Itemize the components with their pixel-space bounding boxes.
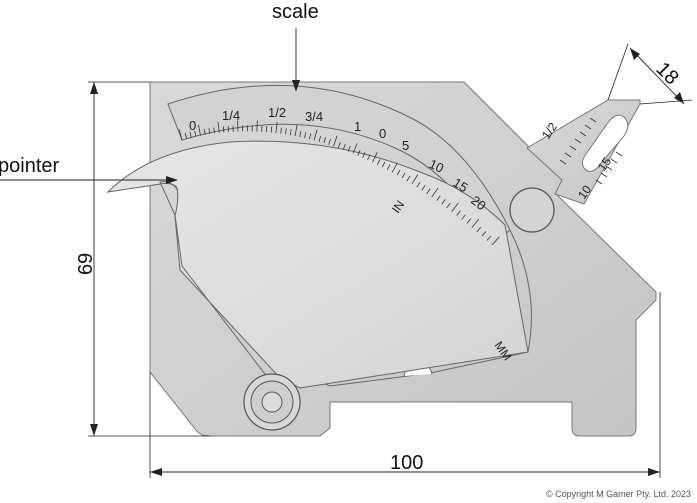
scale-tick — [386, 164, 391, 170]
scale-tick — [426, 188, 431, 194]
scale-tick — [476, 226, 482, 233]
dim-18-arrow-b — [674, 92, 684, 104]
inch-label-2: 1/2 — [268, 105, 286, 120]
scale-tick — [208, 128, 211, 135]
scale-tick — [318, 135, 322, 142]
scale-tick — [436, 195, 441, 201]
scale-tick — [411, 174, 419, 185]
scale-tick — [198, 124, 201, 136]
scale-tick — [313, 129, 318, 141]
inch-label-0: 0 — [189, 118, 196, 133]
pointer-blade — [106, 140, 529, 389]
dim-18-arrow-a — [630, 48, 640, 60]
scale-tick — [416, 181, 421, 188]
scale-band — [167, 84, 511, 246]
scale-tick — [280, 127, 282, 134]
scale-tick — [184, 132, 188, 139]
scale-tick — [342, 143, 346, 150]
scale-tick — [333, 135, 338, 147]
scale-tick — [491, 236, 500, 246]
scale-tick — [471, 218, 480, 228]
scale-tick — [352, 143, 358, 154]
callout-scale-arrow — [292, 80, 300, 92]
scale-tick — [213, 127, 215, 134]
scale-tick — [285, 128, 287, 135]
mm-label-3: 15 — [450, 175, 470, 195]
callout-pointer-arrow — [166, 176, 178, 184]
scale-tick — [377, 159, 381, 165]
scale-tick — [367, 154, 371, 161]
pivot-rivet-inner — [261, 391, 283, 413]
scale-tick — [451, 202, 459, 212]
dim-100-label: 100 — [390, 452, 423, 474]
scale-tick — [323, 137, 326, 144]
dim-69-arrow-top — [90, 82, 98, 94]
dim-69-arrow-bottom — [90, 424, 98, 436]
dim-18-ext-b — [639, 99, 693, 105]
callout-pointer: pointer — [0, 155, 59, 177]
mm-label-1: 5 — [402, 138, 409, 153]
scale-tick — [481, 231, 487, 237]
dim-18-label: 18 — [651, 58, 682, 89]
copyright-text: © Copyright M Gamer Pty. Ltd. 2023 — [545, 489, 691, 499]
mm-label-2: 10 — [427, 156, 446, 176]
scale-tick — [372, 152, 378, 163]
scale-tick — [328, 138, 331, 145]
slot-opening — [581, 114, 629, 172]
scale-tick — [391, 162, 398, 173]
scale-tick — [456, 210, 461, 216]
side-scale-ticks — [559, 117, 623, 185]
knob-upper — [509, 187, 555, 233]
scale-ticks — [178, 120, 500, 246]
scale-tick — [461, 214, 466, 220]
scale-tick — [178, 129, 183, 141]
scale-tick — [357, 149, 361, 156]
scale-tick — [362, 152, 366, 158]
scale-tick — [441, 199, 446, 205]
scale-tick — [217, 121, 220, 133]
dim-69-label: 69 — [75, 253, 97, 275]
scale-tick — [299, 131, 302, 138]
dim-100-arrow-left — [150, 468, 162, 476]
scale-tick — [381, 161, 386, 168]
scale-tick — [189, 131, 192, 138]
scale-tick — [401, 172, 406, 179]
inch-label-4: 1 — [354, 119, 361, 134]
inch-label-3: 3/4 — [305, 109, 323, 124]
dim-18-ext-a — [607, 43, 629, 101]
scale-tick — [486, 235, 492, 241]
scale-tick — [304, 132, 307, 139]
inch-label-1: 1/4 — [222, 108, 240, 123]
mm-label-0: 0 — [379, 126, 386, 141]
scale-tick — [308, 133, 312, 140]
scale-tick — [194, 130, 197, 137]
scale-tick — [289, 129, 292, 136]
scale-tick — [270, 126, 273, 133]
scale-tick — [347, 145, 351, 152]
scale-tick — [421, 185, 426, 191]
callout-scale: scale — [272, 1, 319, 23]
dim-100-arrow-right — [648, 468, 660, 476]
dim-18-line — [629, 47, 685, 105]
scale-tick — [396, 169, 401, 176]
scale-tick — [406, 175, 411, 182]
scale-tick — [466, 218, 471, 224]
scale-tick — [222, 126, 225, 133]
scale-tick — [275, 122, 278, 134]
scale-tick — [337, 142, 341, 149]
scale-tick — [431, 187, 439, 198]
scale-tick — [203, 128, 206, 135]
scale-tick — [446, 202, 451, 209]
scale-tick — [294, 125, 298, 137]
